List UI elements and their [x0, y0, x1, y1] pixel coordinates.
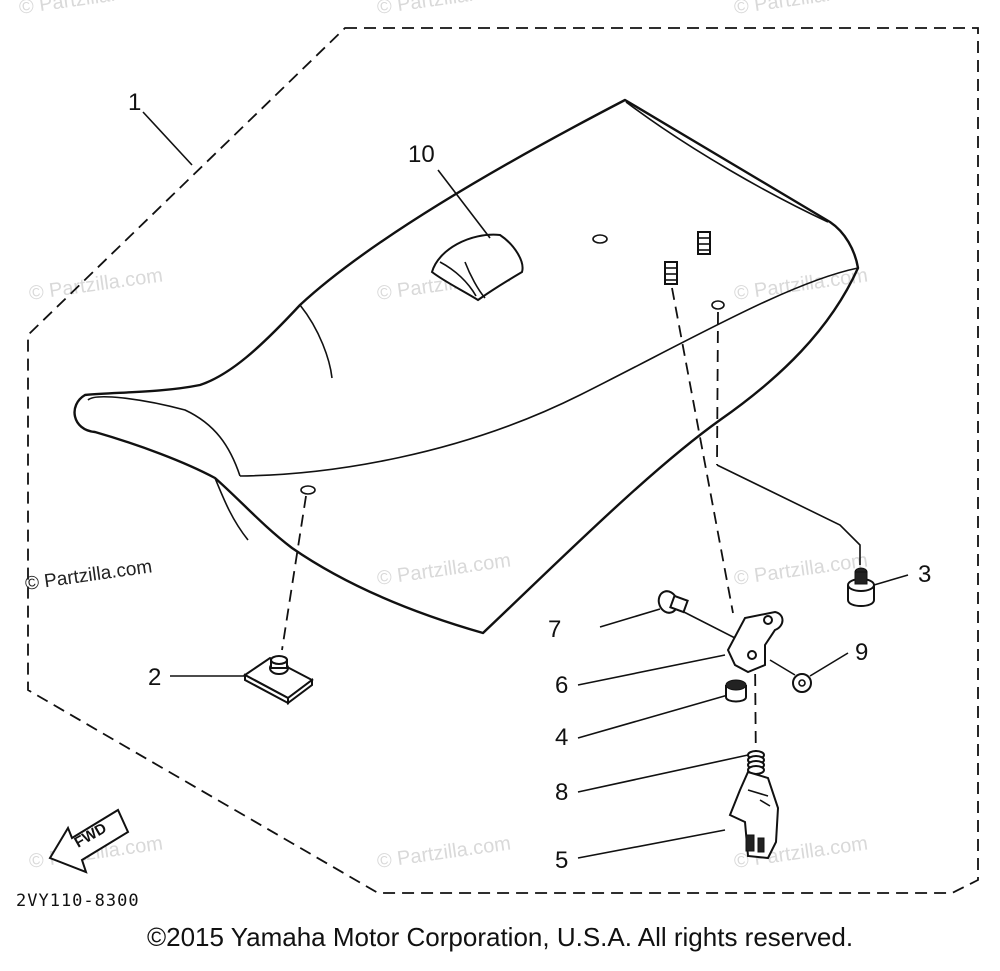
seat-front-rim: [625, 101, 829, 223]
callout-6: 6: [555, 672, 568, 699]
callout-9: 9: [855, 639, 868, 666]
watermark-text: © Partzilla.com: [28, 264, 165, 305]
seat-inner-rim: [87, 396, 241, 477]
seat-strap: [430, 233, 524, 302]
callout-7: 7: [548, 616, 561, 643]
partzilla-watermark: © Partzilla.com: [24, 556, 154, 595]
spring: [747, 750, 765, 775]
watermark-text: © Partzilla.com: [376, 832, 513, 873]
callout-10: 10: [408, 141, 435, 168]
collar: [725, 679, 747, 703]
callout-8: 8: [555, 779, 568, 806]
damper: [847, 567, 875, 607]
nut: [792, 673, 812, 693]
watermark-text: © Partzilla.com: [18, 0, 155, 19]
callout-1: 1: [128, 89, 141, 116]
bolt: [657, 590, 689, 614]
seat-ridge: [299, 304, 333, 379]
seat-lock: [728, 770, 780, 860]
copyright-notice: ©2015 Yamaha Motor Corporation, U.S.A. A…: [146, 922, 854, 952]
seat-assembly: [73, 98, 860, 635]
callout-3: 3: [918, 561, 931, 588]
fwd-arrow: FWD: [48, 808, 130, 874]
callout-2: 2: [148, 664, 161, 691]
leader-lines: [142, 111, 909, 859]
bracket: [726, 610, 784, 674]
seat-stud: [697, 231, 711, 255]
callout-4: 4: [555, 724, 568, 751]
callouts: 1 10 2 3 7 9 6 4 8 5: [128, 89, 931, 874]
watermark-text: © Partzilla.com: [376, 0, 513, 19]
watermarks: © Partzilla.com © Partzilla.com © Partzi…: [18, 0, 870, 873]
callout-5: 5: [555, 847, 568, 874]
seat-hole: [300, 485, 316, 495]
seat-side-fold: [214, 477, 249, 541]
watermark-text: © Partzilla.com: [376, 549, 513, 590]
seat-stud: [664, 261, 678, 285]
seat-hole: [711, 300, 725, 310]
seat-hole: [592, 234, 608, 244]
attachment-lines: [281, 287, 861, 776]
plate-nut: [243, 655, 314, 705]
watermark-text: © Partzilla.com: [733, 0, 870, 19]
seat-outline: [73, 98, 860, 635]
seat-top-crease: [239, 267, 859, 477]
part-code: 2VY110-8300: [16, 891, 140, 911]
assembly-boundary: [27, 27, 979, 894]
